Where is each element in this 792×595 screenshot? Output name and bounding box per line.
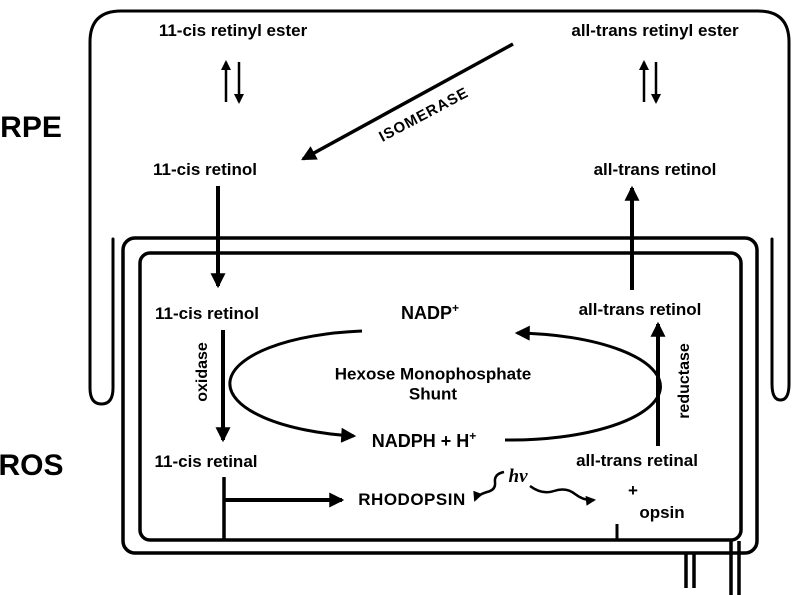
- label-trans-retinol-ros: all-trans retinol: [578, 300, 702, 320]
- shunt-cycle-right-arc: [504, 325, 663, 442]
- label-reductase: reductase: [675, 343, 693, 419]
- label-cis-retinyl-ester: 11-cis retinyl ester: [158, 21, 308, 41]
- label-rhodopsin: RHODOPSIN: [358, 490, 466, 510]
- shunt-line2: Shunt: [408, 384, 458, 403]
- nadph-sup: +: [469, 429, 477, 444]
- label-hexose-shunt: Hexose Monophosphate Shunt: [335, 364, 531, 403]
- label-trans-retinal: all-trans retinal: [576, 451, 698, 471]
- label-nadp: NADP+: [400, 301, 460, 324]
- ros-region-label: ROS: [0, 448, 64, 482]
- label-trans-retinyl-ester: all-trans retinyl ester: [571, 21, 739, 41]
- label-nadph: NADPH + H+: [371, 429, 477, 452]
- equilibrium-arrows-cis: [221, 60, 244, 104]
- label-cis-retinol-ros: 11-cis retinol: [155, 304, 259, 324]
- equilibrium-arrows-trans: [639, 60, 661, 104]
- label-h-nu: hν: [508, 466, 528, 487]
- label-opsin: opsin: [639, 503, 685, 523]
- photon-wavy-arrow-in: [473, 470, 505, 502]
- rpe-cell-outline: [88, 9, 791, 406]
- label-cis-retinol-rpe: 11-cis retinol: [153, 160, 257, 180]
- label-plus: +: [628, 481, 638, 501]
- label-oxidase: oxidase: [193, 342, 211, 402]
- shunt-line1: Hexose Monophosphate: [334, 364, 532, 384]
- label-trans-retinol-rpe: all-trans retinol: [593, 160, 717, 180]
- isomerase-arrow: [301, 42, 514, 161]
- nadp-base: NADP: [400, 303, 452, 324]
- shunt-cycle-left-arc: [228, 329, 363, 443]
- nadph-base: NADPH + H: [371, 431, 470, 452]
- label-cis-retinal: 11-cis retinal: [154, 452, 258, 472]
- ros-outer-box: [121, 236, 759, 555]
- nadp-sup: +: [452, 301, 460, 316]
- membrane-tick-marks: [684, 541, 741, 595]
- rpe-region-label: RPE: [0, 110, 62, 144]
- ros-inner-box: [138, 251, 743, 542]
- photon-wavy-arrow-opsin: [529, 484, 596, 506]
